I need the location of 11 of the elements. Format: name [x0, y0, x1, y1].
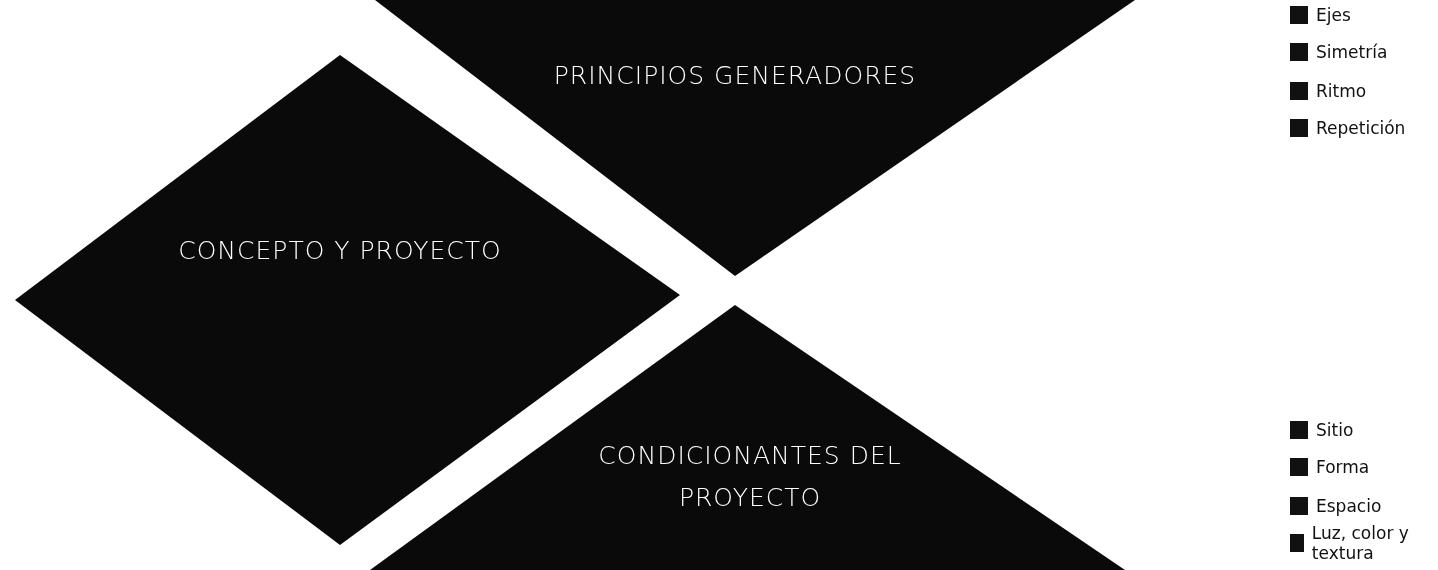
- list-item-text: Espacio: [1316, 496, 1382, 516]
- list-item-text: Simetría: [1316, 42, 1388, 62]
- shape-label: CONDICIONANTES DEL PROYECTO: [597, 440, 903, 514]
- list-item-text: Forma: [1316, 457, 1370, 477]
- list-item-text: Ejes: [1316, 5, 1351, 25]
- list-item-text: Repetición: [1316, 118, 1406, 138]
- list-item-text: Sitio: [1316, 420, 1354, 440]
- shape-label: CONCEPTO Y PROYECTO: [177, 235, 503, 267]
- list-item-text: Luz, color y textura: [1311, 523, 1410, 563]
- shape-label: PRINCIPIOS GENERADORES: [552, 60, 918, 92]
- list-item-text: Ritmo: [1316, 81, 1367, 101]
